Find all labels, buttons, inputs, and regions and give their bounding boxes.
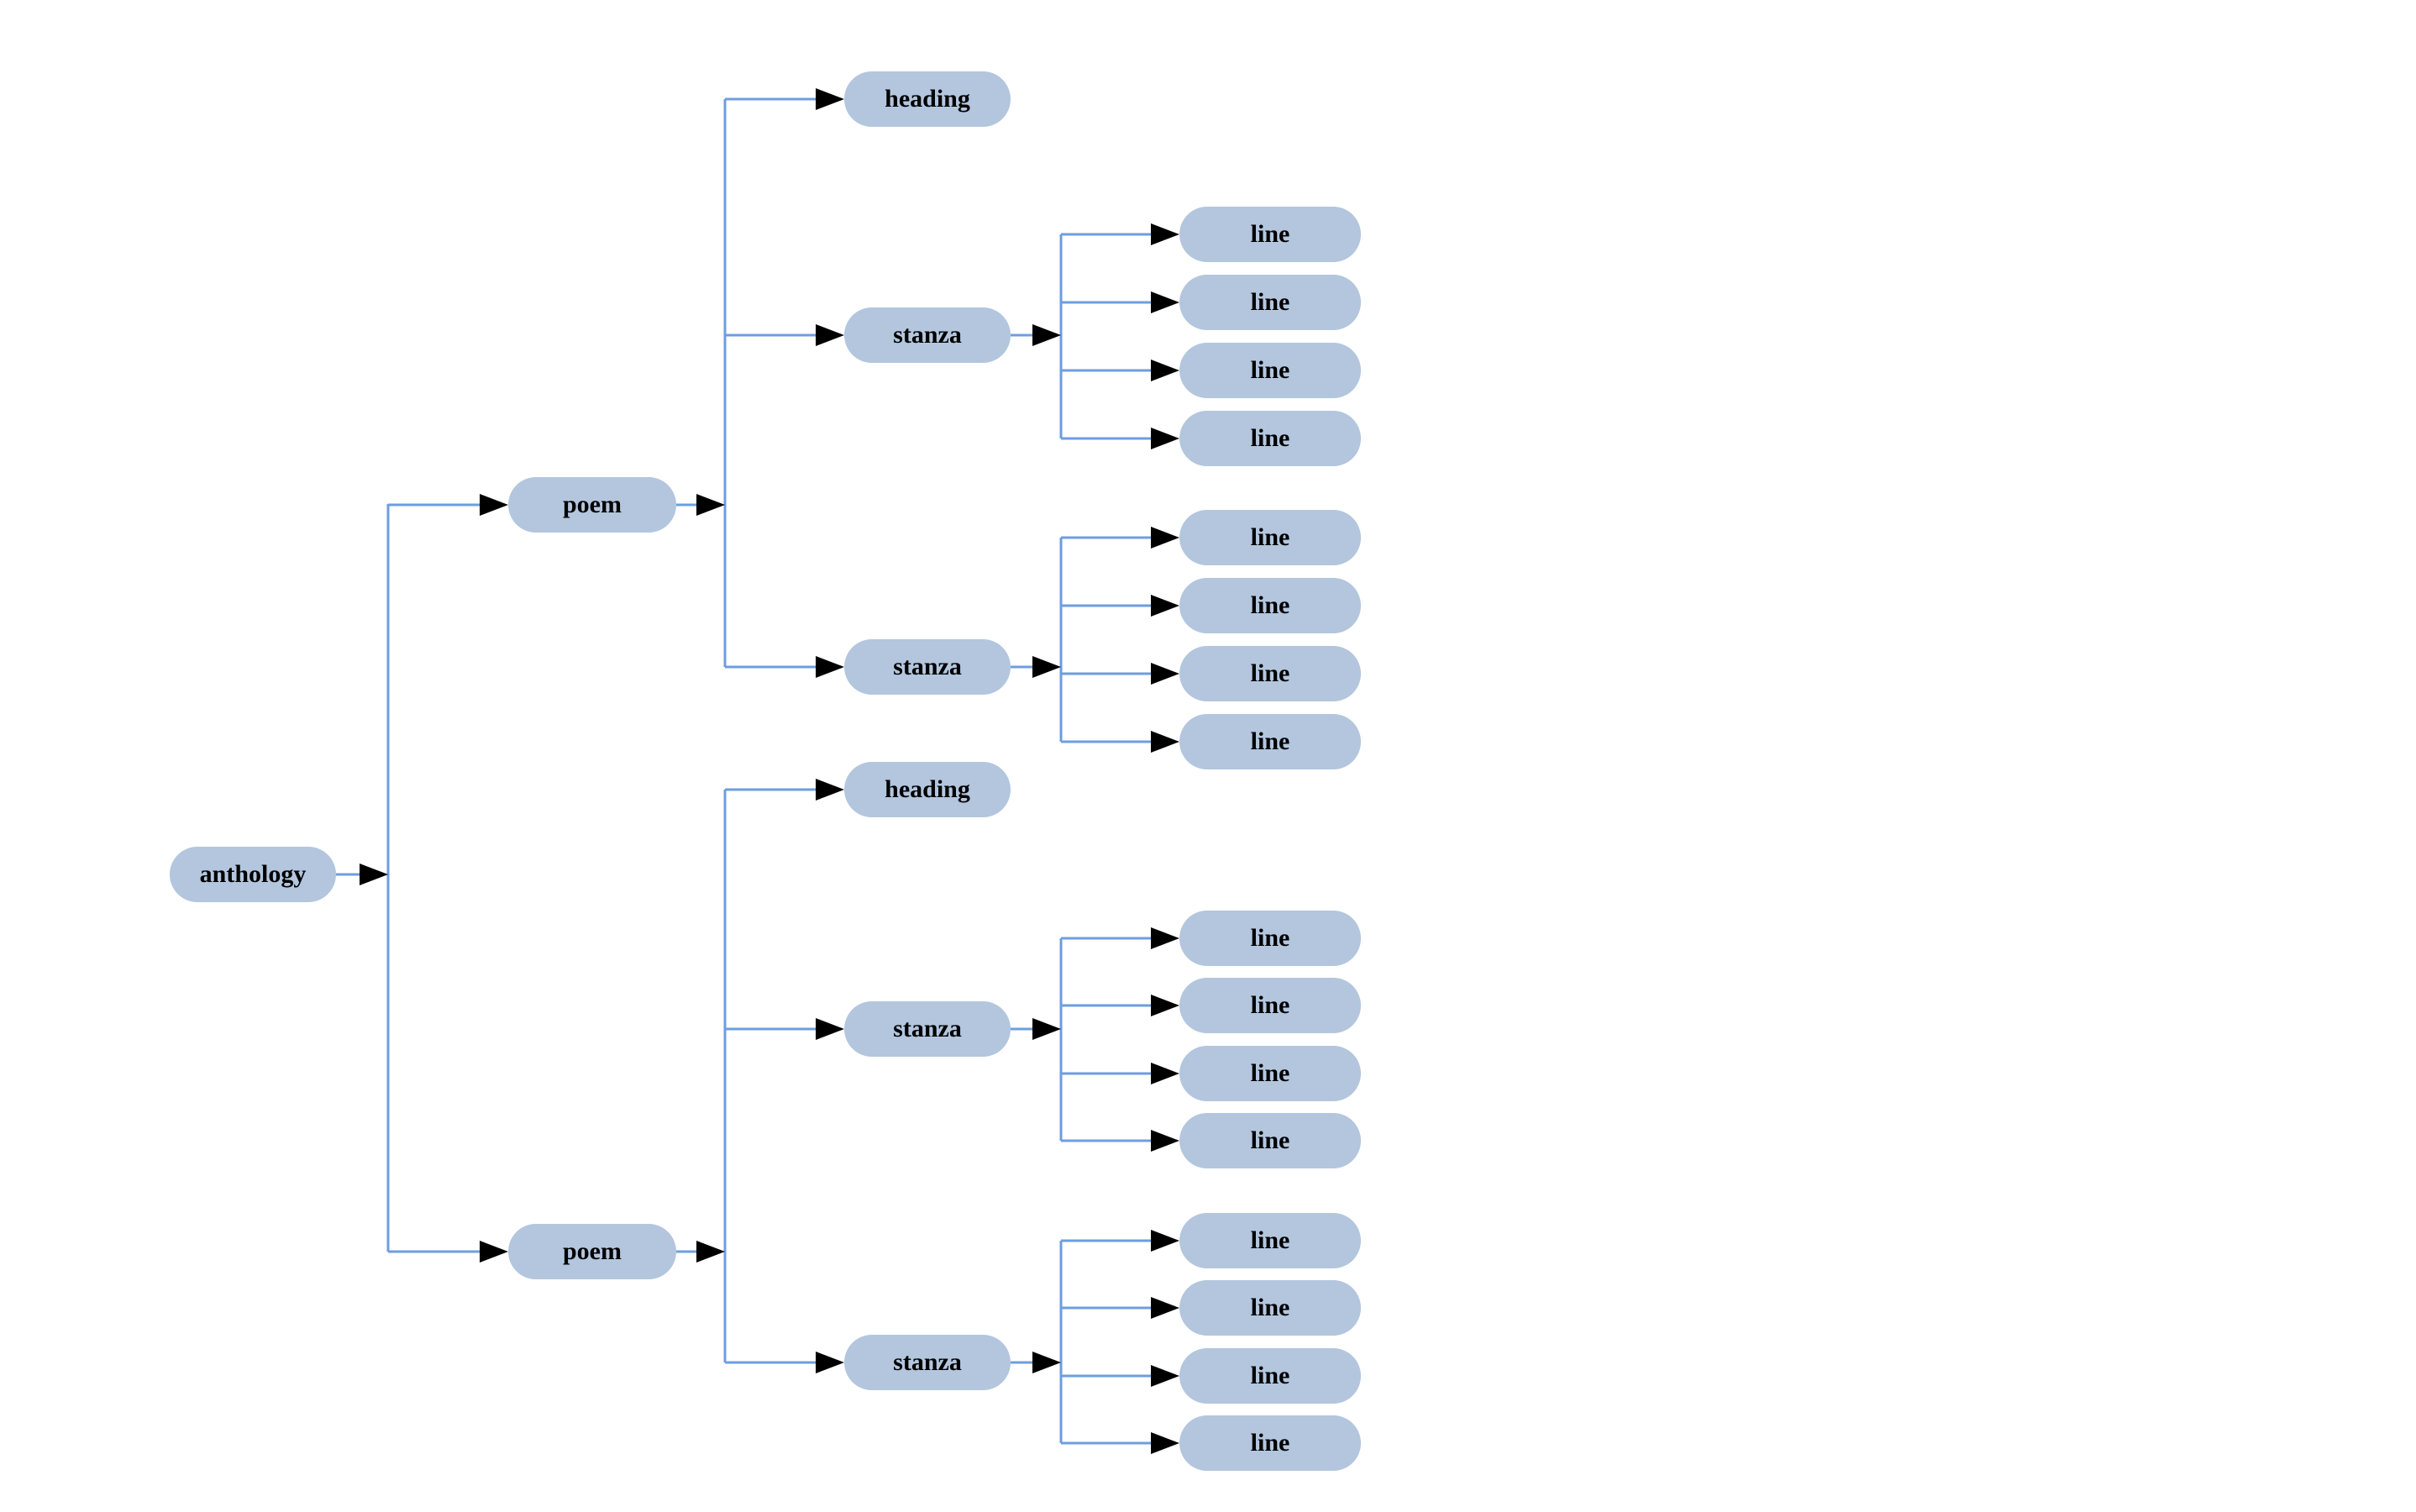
node-stanza[interactable]: stanza (844, 1335, 1011, 1390)
node-line[interactable]: line (1179, 1415, 1361, 1471)
node-label: poem (563, 1237, 622, 1265)
node-label: line (1250, 1294, 1290, 1321)
node-label: line (1250, 1059, 1290, 1087)
node-poem[interactable]: poem (508, 477, 676, 533)
node-line[interactable]: line (1179, 1213, 1361, 1268)
node-line[interactable]: line (1179, 510, 1361, 565)
node-label: line (1250, 727, 1290, 755)
node-label: anthology (199, 860, 307, 888)
node-poem[interactable]: poem (508, 1224, 676, 1279)
node-heading[interactable]: heading (844, 71, 1011, 127)
node-stanza[interactable]: stanza (844, 307, 1011, 363)
node-line[interactable]: line (1179, 911, 1361, 966)
node-label: line (1250, 1362, 1290, 1389)
node-label: line (1250, 924, 1290, 952)
node-line[interactable]: line (1179, 275, 1361, 330)
node-line[interactable]: line (1179, 207, 1361, 262)
node-line[interactable]: line (1179, 714, 1361, 769)
node-label: line (1250, 591, 1290, 619)
node-label: line (1250, 1429, 1290, 1457)
node-label: stanza (893, 1348, 962, 1376)
node-label: line (1250, 991, 1290, 1019)
node-anthology[interactable]: anthology (170, 847, 336, 902)
node-label: line (1250, 1126, 1290, 1154)
node-label: line (1250, 424, 1290, 452)
node-label: stanza (893, 1015, 962, 1042)
node-line[interactable]: line (1179, 1113, 1361, 1168)
node-label: line (1250, 288, 1290, 316)
node-line[interactable]: line (1179, 978, 1361, 1033)
node-line[interactable]: line (1179, 1280, 1361, 1336)
node-line[interactable]: line (1179, 1046, 1361, 1101)
node-label: stanza (893, 653, 962, 680)
node-label: heading (885, 85, 970, 113)
node-label: line (1250, 1226, 1290, 1254)
node-line[interactable]: line (1179, 646, 1361, 701)
node-label: line (1250, 356, 1290, 384)
node-stanza[interactable]: stanza (844, 1001, 1011, 1057)
node-heading[interactable]: heading (844, 762, 1011, 817)
node-label: line (1250, 523, 1290, 551)
node-label: heading (885, 775, 970, 803)
node-line[interactable]: line (1179, 1348, 1361, 1404)
node-stanza[interactable]: stanza (844, 639, 1011, 695)
node-label: line (1250, 220, 1290, 248)
node-line[interactable]: line (1179, 411, 1361, 466)
node-line[interactable]: line (1179, 578, 1361, 633)
node-label: poem (563, 491, 622, 518)
node-line[interactable]: line (1179, 343, 1361, 398)
node-label: stanza (893, 321, 962, 349)
node-label: line (1250, 659, 1290, 687)
